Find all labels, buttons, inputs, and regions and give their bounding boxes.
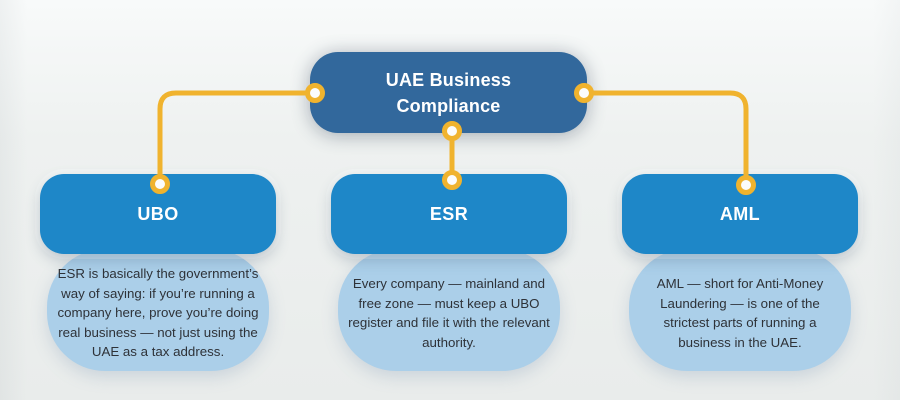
bubble-ubo-description: ESR is basically the government’s way of… bbox=[47, 249, 269, 371]
branch-node-esr: ESR bbox=[331, 174, 567, 254]
aml-description-text: AML — short for Anti-Money Laundering — … bbox=[656, 276, 824, 350]
bubble-esr-description: Every company — mainland and free zone —… bbox=[338, 249, 560, 371]
branch-node-aml: AML bbox=[622, 174, 858, 254]
branch-node-aml-label: AML bbox=[719, 203, 761, 224]
root-node-uae-business-compliance: UAE Business Compliance bbox=[310, 52, 587, 133]
connector-root-to-aml bbox=[581, 90, 749, 188]
branch-node-esr-label: ESR bbox=[429, 203, 469, 224]
esr-description-text: Every company — mainland and free zone —… bbox=[348, 276, 550, 350]
ubo-description-text: ESR is basically the government’s way of… bbox=[57, 266, 259, 360]
branch-node-ubo-label: UBO bbox=[137, 203, 179, 224]
bubble-aml-description: AML — short for Anti-Money Laundering — … bbox=[629, 249, 851, 371]
connector-root-to-ubo bbox=[157, 90, 318, 187]
branch-node-ubo: UBO bbox=[40, 174, 276, 254]
root-node-label: UAE Business Compliance bbox=[385, 69, 512, 116]
